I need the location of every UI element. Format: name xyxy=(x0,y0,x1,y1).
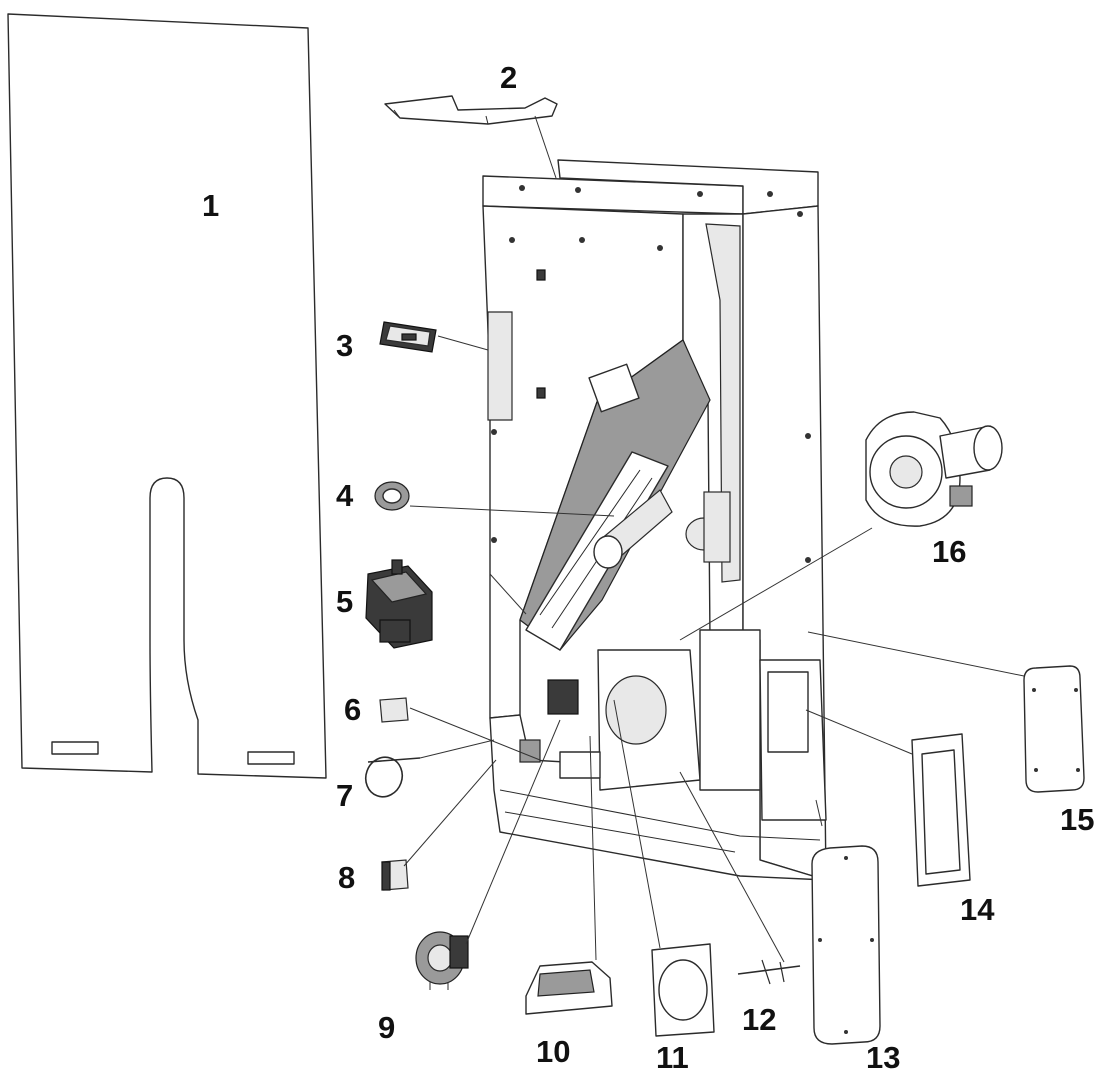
callout-7: 7 xyxy=(336,778,353,813)
callout-2: 2 xyxy=(500,60,517,95)
part-16-blower-fan xyxy=(865,411,1003,527)
callout-10: 10 xyxy=(536,1034,570,1069)
part-6-block xyxy=(379,697,409,723)
part-7-sensor-cable xyxy=(364,756,421,798)
callout-16: 16 xyxy=(932,534,966,569)
part-9-pressure-switch xyxy=(415,931,469,990)
part-3-control-module xyxy=(379,321,437,353)
leader-lines xyxy=(403,115,1025,963)
callout-3: 3 xyxy=(336,328,353,363)
callout-13: 13 xyxy=(866,1040,900,1075)
callout-5: 5 xyxy=(336,584,353,619)
callout-1: 1 xyxy=(202,188,219,223)
callout-8: 8 xyxy=(338,860,355,895)
part-10-electronic-board xyxy=(525,961,613,1015)
part-5-gear-motor xyxy=(365,559,433,649)
part-15-panel xyxy=(1023,665,1085,793)
part-8-capacitor xyxy=(381,859,409,891)
part-11-gasket xyxy=(651,943,715,1037)
callout-9: 9 xyxy=(378,1010,395,1045)
main-housing-frame xyxy=(482,159,827,881)
part-14-frame-gasket xyxy=(911,733,971,887)
callout-14: 14 xyxy=(960,892,995,927)
callout-12: 12 xyxy=(742,1002,776,1037)
part-13-cover-plate xyxy=(811,845,881,1045)
callout-labels: 1 2 3 4 5 6 7 8 9 10 11 12 13 14 15 16 xyxy=(202,60,1094,1075)
part-1-side-panel xyxy=(7,13,327,779)
callout-4: 4 xyxy=(336,478,354,513)
part-2-top-bracket xyxy=(384,95,558,125)
part-12-probe xyxy=(737,959,801,985)
part-4-seal-ring xyxy=(374,481,410,511)
callout-6: 6 xyxy=(344,692,361,727)
callout-11: 11 xyxy=(656,1040,689,1075)
callout-15: 15 xyxy=(1060,802,1094,837)
